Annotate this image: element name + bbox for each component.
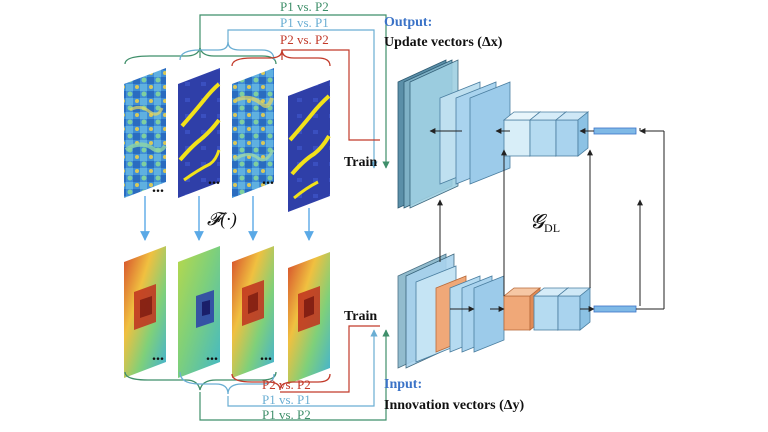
ellipsis-top-3: ... (262, 171, 274, 188)
label-bottom-p1-vs-p2: P1 vs. P2 (262, 407, 311, 422)
output-heading: Output: (384, 15, 432, 30)
label-bottom-p1-vs-p1: P1 vs. P1 (262, 392, 311, 407)
top-field-map-3 (232, 68, 275, 198)
train-label-bottom: Train (344, 309, 377, 324)
top-field-map-1 (124, 68, 167, 198)
train-label-top: Train (344, 155, 377, 170)
label-top-p1-vs-p2: P1 vs. P2 (280, 0, 329, 14)
bottom-data-map-1 (124, 246, 166, 378)
forward-operator-label: 𝓕(·) (207, 209, 237, 230)
ellipsis-bottom-1: ... (152, 347, 164, 364)
skip-connections (437, 131, 665, 309)
bottom-data-map-3 (232, 246, 274, 378)
top-pairing-lines (124, 14, 390, 169)
input-network-stack (397, 253, 637, 369)
top-field-map-4 (288, 80, 331, 212)
input-latent-bar (593, 305, 637, 313)
label-top-p2-vs-p2: P2 vs. P2 (280, 32, 329, 47)
input-block-orange (503, 295, 531, 331)
label-top-p1-vs-p1: P1 vs. P1 (280, 15, 329, 30)
input-description: Innovation vectors (Δy) (384, 398, 525, 413)
input-heading: Input: (384, 377, 422, 392)
ellipsis-top-1: ... (152, 179, 164, 196)
forward-arrows (140, 196, 314, 241)
ellipsis-bottom-3: ... (260, 347, 272, 364)
output-latent-bar (593, 127, 637, 135)
output-description: Update vectors (Δx) (384, 35, 503, 50)
input-block-small-1 (533, 295, 559, 331)
output-block-small-1 (503, 119, 531, 157)
bottom-data-map-2 (178, 246, 220, 378)
top-field-map-2 (178, 68, 221, 198)
input-block-small-2 (557, 295, 581, 331)
label-bottom-p2-vs-p2: P2 vs. P2 (262, 377, 311, 392)
output-block-small-3 (555, 119, 579, 157)
ellipsis-top-2: ... (208, 171, 220, 188)
output-network-stack (397, 59, 637, 209)
output-block-small-2 (529, 119, 557, 157)
bottom-pairing-lines (124, 325, 390, 421)
ellipsis-bottom-2: ... (206, 347, 218, 364)
output-network-arrows (429, 128, 664, 134)
bottom-data-map-4 (288, 252, 330, 384)
network-label: 𝓖DL (530, 211, 560, 235)
